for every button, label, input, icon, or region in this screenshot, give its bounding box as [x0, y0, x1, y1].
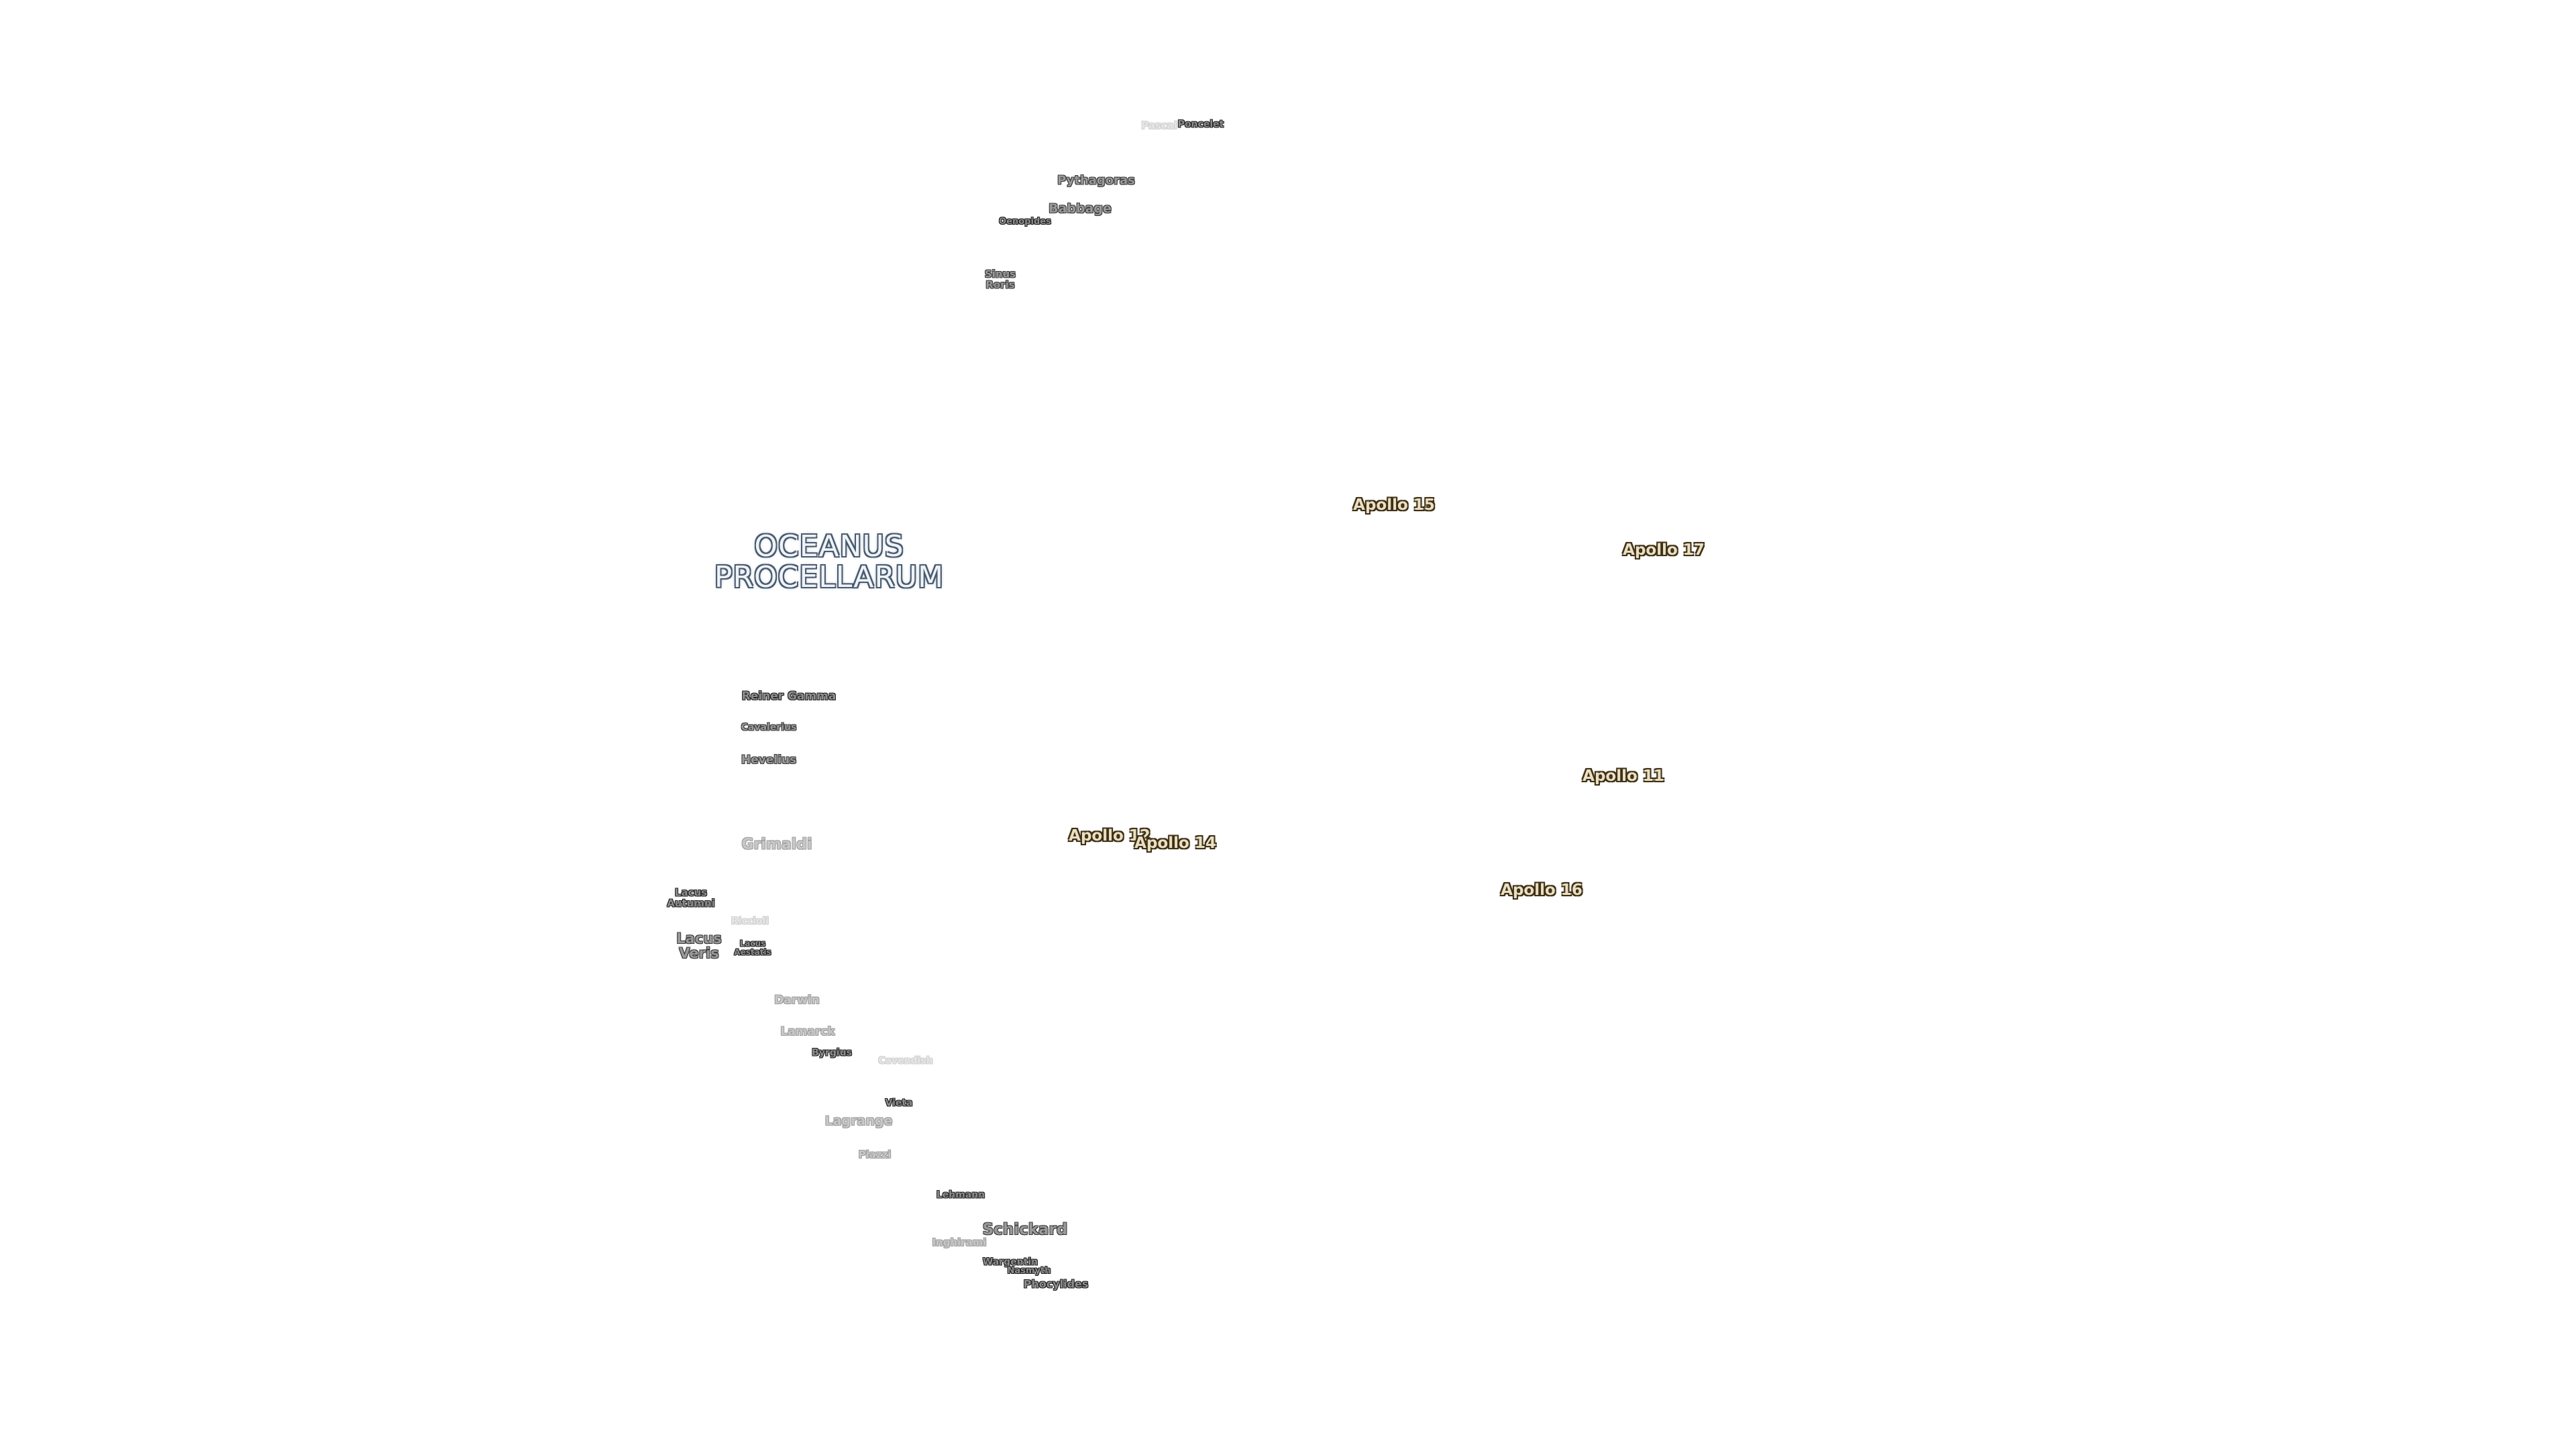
label-inghirami: Inghirami — [932, 1236, 987, 1249]
label-sinus-roris: Sinus Roris — [984, 268, 1016, 290]
label-hevelius: Hevelius — [741, 753, 797, 767]
label-lagrange: Lagrange — [824, 1114, 893, 1129]
label-riccioli: Riccioli — [731, 916, 769, 927]
label-cavendish: Cavendish — [878, 1055, 933, 1067]
marker-apollo-15[interactable]: Apollo 15 — [1353, 496, 1435, 514]
label-wargentin: Wargentin — [982, 1256, 1038, 1268]
label-poncelet: Poncelet — [1177, 119, 1224, 130]
label-piazzi: Piazzi — [858, 1148, 892, 1161]
label-lacus-autumni: Lacus Autumni — [667, 886, 715, 909]
label-oenopides: Oenopides — [999, 217, 1051, 227]
label-pascal: Pascal — [1141, 119, 1177, 132]
marker-apollo-14[interactable]: Apollo 14 — [1134, 834, 1216, 852]
label-phocylides: Phocylides — [1023, 1277, 1089, 1291]
label-pythagoras: Pythagoras — [1057, 173, 1135, 188]
label-vieta: Vieta — [885, 1097, 913, 1109]
label-lehmann: Lehmann — [936, 1189, 985, 1201]
label-oceanus-procellarum: OCEANUS PROCELLARUM — [714, 529, 945, 594]
label-byrgius: Byrgius — [812, 1047, 852, 1059]
label-cavalerius: Cavalerius — [741, 722, 797, 733]
label-lacus-aestatis: Lacus Aestatis — [734, 938, 771, 957]
marker-apollo-16[interactable]: Apollo 16 — [1501, 881, 1582, 899]
label-grimaldi: Grimaldi — [741, 836, 812, 853]
label-nasmyth: Nasmyth — [1007, 1266, 1051, 1277]
label-darwin: Darwin — [774, 994, 820, 1008]
label-babbage: Babbage — [1049, 201, 1112, 217]
label-reiner-gamma: Reiner Gamma — [741, 690, 837, 704]
label-schickard: Schickard — [982, 1220, 1068, 1238]
marker-apollo-12[interactable]: Apollo 12 — [1069, 826, 1150, 845]
marker-apollo-11[interactable]: Apollo 11 — [1582, 767, 1664, 785]
label-lacus-veris: Lacus Veris — [676, 930, 722, 961]
marker-apollo-17[interactable]: Apollo 17 — [1623, 541, 1705, 559]
label-lamarck: Lamarck — [780, 1025, 835, 1039]
